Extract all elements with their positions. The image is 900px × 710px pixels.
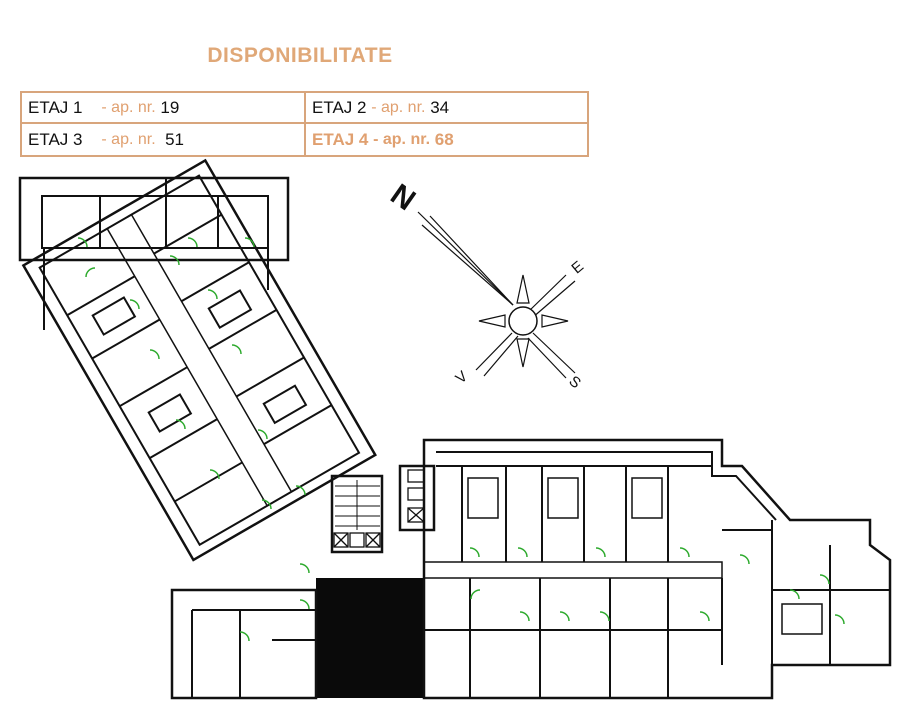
compass-south-label: S bbox=[565, 373, 584, 392]
ap-number: 51 bbox=[165, 129, 185, 149]
building-block-right bbox=[422, 438, 892, 700]
ap-number: 34 bbox=[430, 97, 450, 117]
availability-table: ETAJ 1 - ap. nr. 19 ETAJ 2 - ap. nr. 34 … bbox=[20, 91, 589, 157]
door-swings bbox=[77, 237, 845, 642]
floor-label: ETAJ 3 bbox=[28, 129, 83, 149]
availability-title: DISPONIBILITATE bbox=[207, 44, 393, 67]
floor-1-cell[interactable]: ETAJ 1 - ap. nr. 19 bbox=[22, 93, 306, 124]
floor-3-cell[interactable]: ETAJ 3 - ap. nr. 51 bbox=[22, 124, 306, 155]
floor-label: ETAJ 1 bbox=[28, 97, 83, 117]
ap-label: - ap. nr. bbox=[373, 130, 431, 148]
stair-core bbox=[330, 464, 436, 554]
building-wing-diagonal bbox=[21, 158, 377, 562]
compass-west-label: V bbox=[452, 368, 471, 387]
ap-number: 68 bbox=[434, 129, 454, 149]
floor-2-cell[interactable]: ETAJ 2 - ap. nr. 34 bbox=[306, 93, 587, 124]
ap-label: - ap. nr. bbox=[101, 130, 156, 148]
building-block-lower-left bbox=[170, 588, 318, 700]
floor-4-cell[interactable]: ETAJ 4 - ap. nr. 68 bbox=[306, 124, 587, 155]
building-block-upper-left bbox=[18, 176, 290, 330]
compass-north-label: N bbox=[385, 178, 422, 217]
black-shaft bbox=[316, 578, 424, 698]
ap-label: - ap. nr. bbox=[371, 98, 426, 116]
floor-label: ETAJ 2 bbox=[312, 97, 367, 117]
compass-rose: N E S V bbox=[385, 178, 587, 392]
floor-label: ETAJ 4 bbox=[312, 129, 369, 149]
compass-east-label: E bbox=[568, 258, 587, 277]
ap-label: - ap. nr. bbox=[101, 98, 156, 116]
ap-number: 19 bbox=[160, 97, 180, 117]
